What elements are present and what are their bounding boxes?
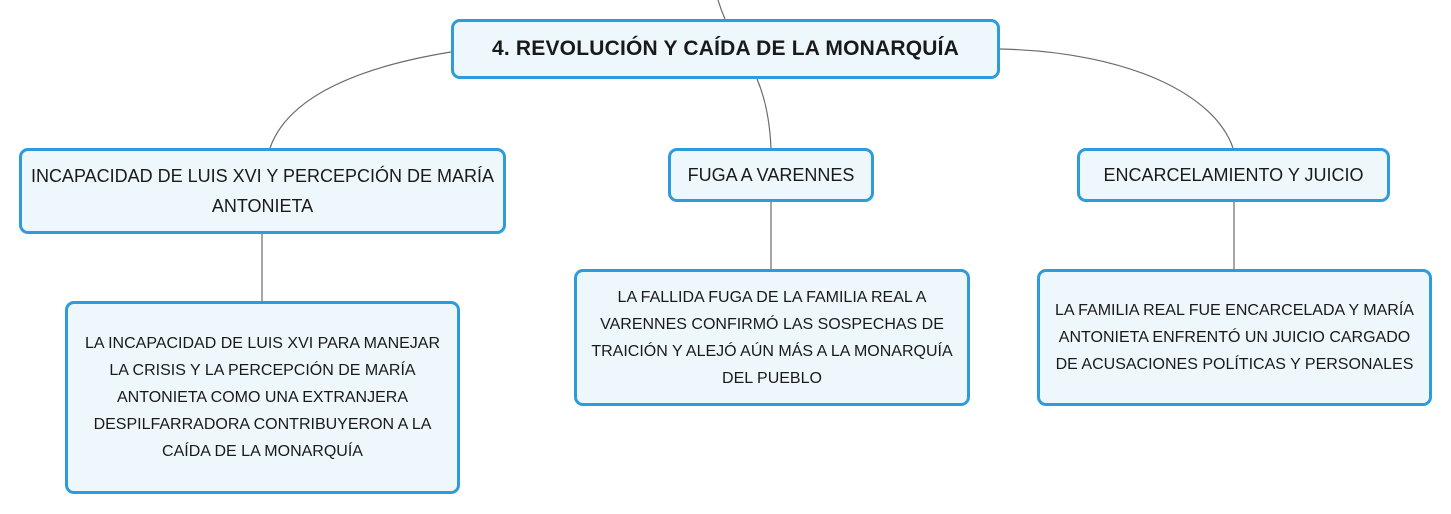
detail-text-incapacidad: LA INCAPACIDAD DE LUIS XVI PARA MANEJAR … bbox=[84, 335, 441, 460]
detail-node-encarcelamiento[interactable]: LA FAMILIA REAL FUE ENCARCELADA Y MARÍA … bbox=[1037, 269, 1432, 406]
branch-node-fuga[interactable]: FUGA A VARENNES bbox=[668, 148, 874, 202]
connector-root-to-branch-1 bbox=[269, 51, 452, 149]
branch-node-incapacidad[interactable]: INCAPACIDAD DE LUIS XVI Y PERCEPCIÓN DE … bbox=[19, 148, 506, 234]
root-topic-label: 4. REVOLUCIÓN Y CAÍDA DE LA MONARQUÍA bbox=[491, 37, 960, 60]
branch-label-fuga: FUGA A VARENNES bbox=[687, 165, 855, 185]
detail-text-fuga: LA FALLIDA FUGA DE LA FAMILIA REAL A VAR… bbox=[591, 288, 953, 387]
connector-parent-to-root bbox=[717, 0, 726, 20]
branch-label-encarcelamiento: ENCARCELAMIENTO Y JUICIO bbox=[1103, 165, 1364, 185]
detail-node-incapacidad[interactable]: LA INCAPACIDAD DE LUIS XVI PARA MANEJAR … bbox=[65, 301, 460, 494]
detail-node-fuga[interactable]: LA FALLIDA FUGA DE LA FAMILIA REAL A VAR… bbox=[574, 269, 970, 406]
root-topic-node[interactable]: 4. REVOLUCIÓN Y CAÍDA DE LA MONARQUÍA bbox=[451, 19, 1000, 79]
connector-root-to-branch-2 bbox=[756, 78, 772, 149]
connector-root-to-branch-3 bbox=[999, 48, 1234, 149]
branch-label-incapacidad: INCAPACIDAD DE LUIS XVI Y PERCEPCIÓN DE … bbox=[30, 166, 495, 216]
branch-node-encarcelamiento[interactable]: ENCARCELAMIENTO Y JUICIO bbox=[1077, 148, 1390, 202]
detail-text-encarcelamiento: LA FAMILIA REAL FUE ENCARCELADA Y MARÍA … bbox=[1055, 302, 1414, 373]
